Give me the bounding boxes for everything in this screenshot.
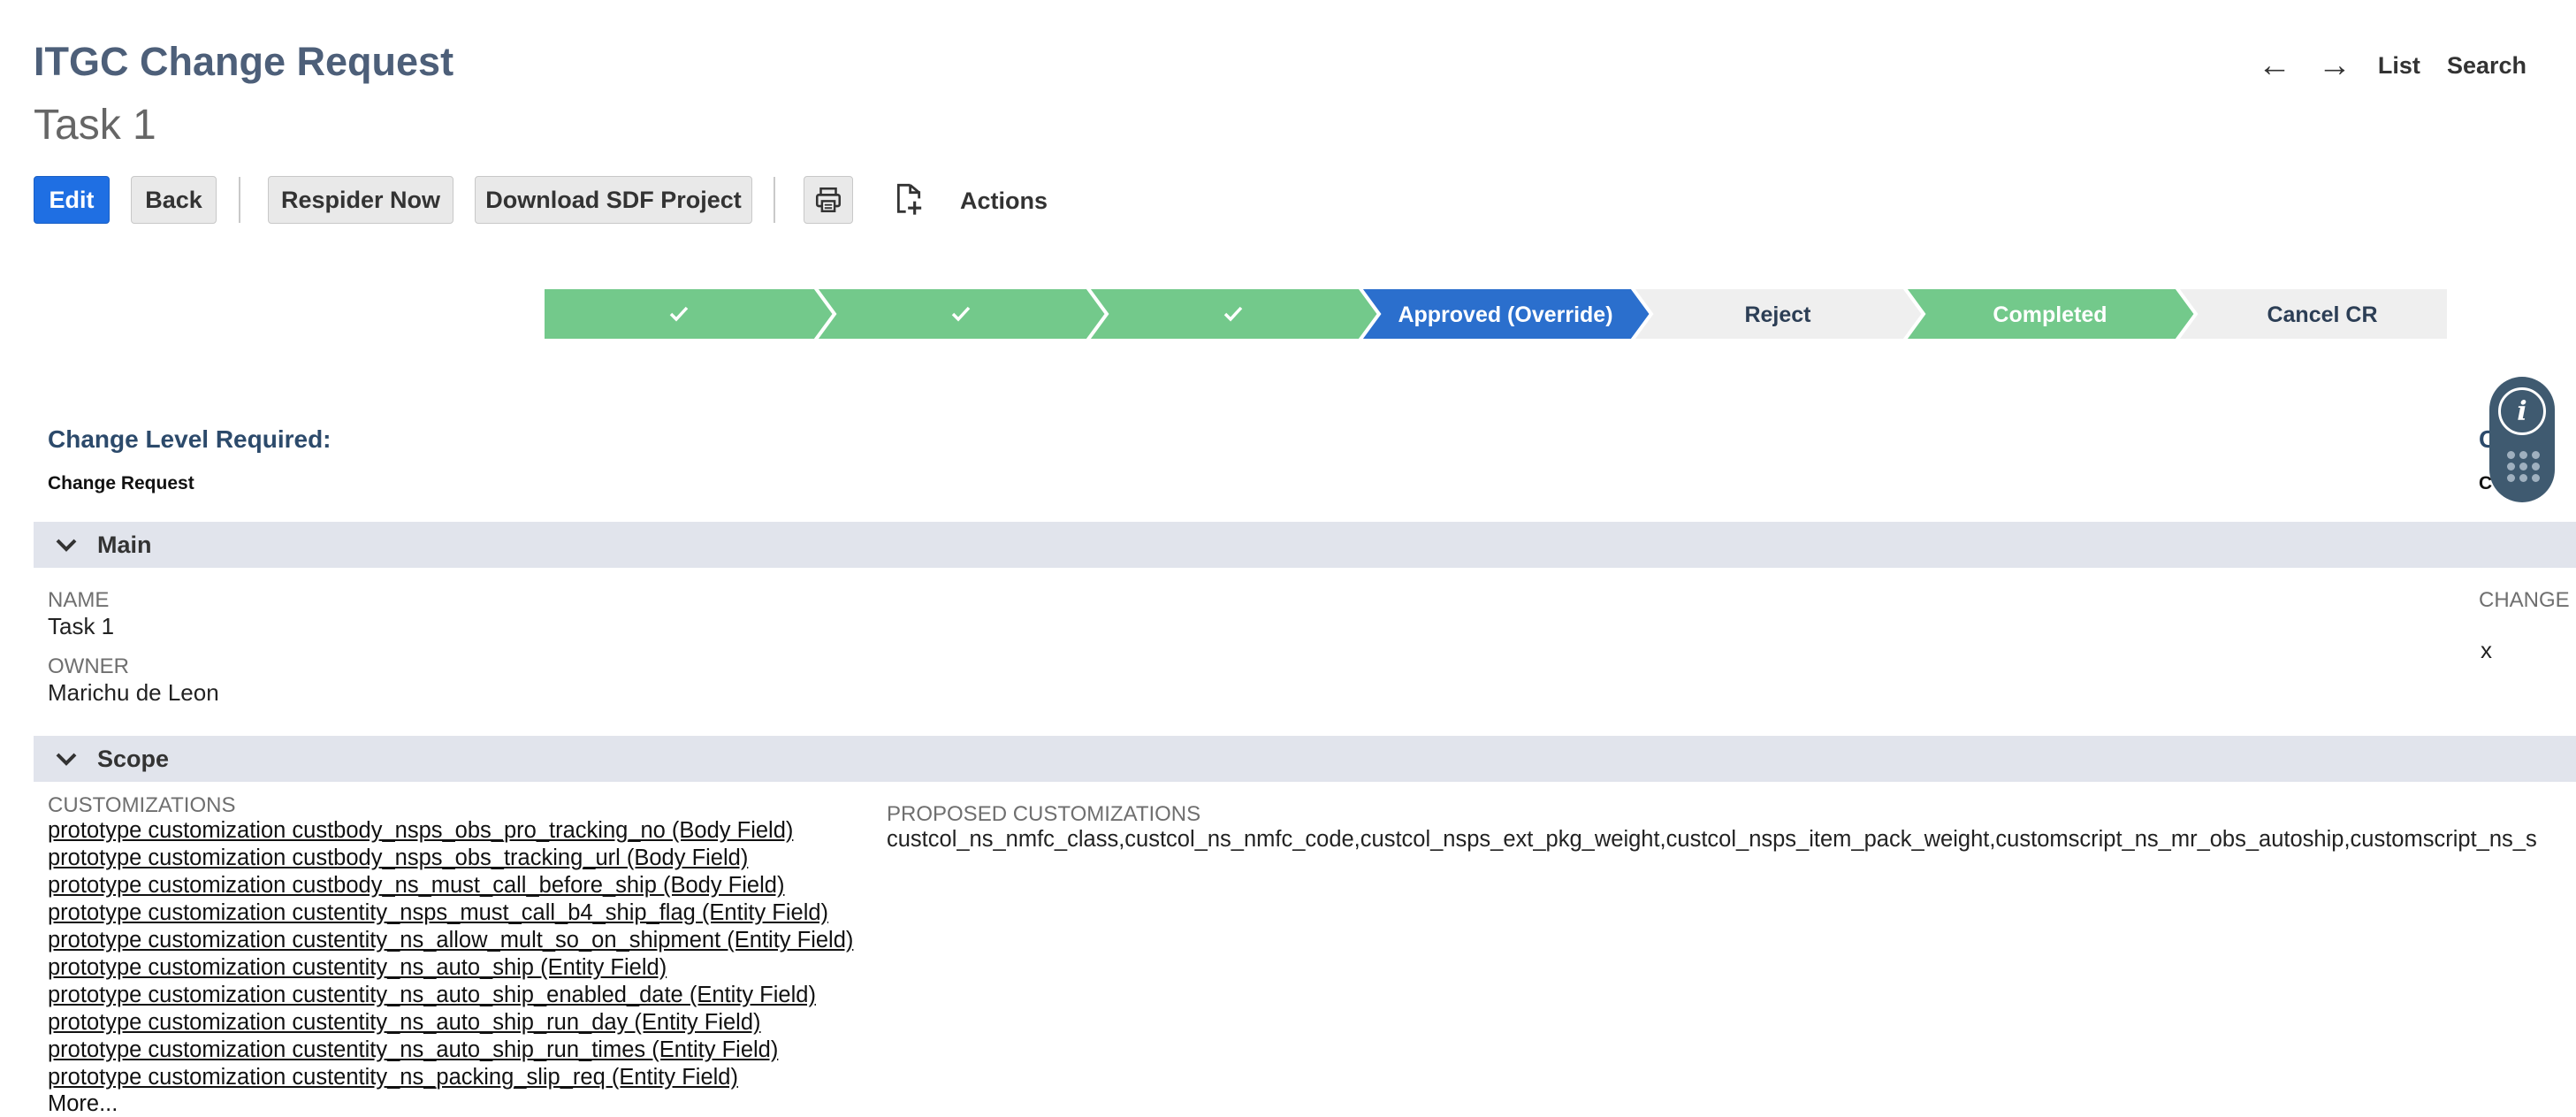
chevron-down-icon[interactable] bbox=[53, 746, 80, 772]
info-icon[interactable]: i bbox=[2498, 387, 2546, 435]
record-type-title: ITGC Change Request bbox=[34, 39, 454, 84]
more-link[interactable]: More... bbox=[48, 1091, 118, 1117]
customizations-label: CUSTOMIZATIONS bbox=[48, 793, 236, 817]
checkmark-icon bbox=[951, 306, 971, 322]
edit-button[interactable]: Edit bbox=[34, 176, 110, 224]
customization-link[interactable]: prototype customization custentity_nsps_… bbox=[48, 900, 829, 925]
name-label: NAME bbox=[48, 588, 110, 612]
top-nav: ← → List Search bbox=[2258, 48, 2526, 83]
stage-label: Cancel CR bbox=[2267, 302, 2377, 327]
customizations-list: prototype customization custbody_nsps_ob… bbox=[48, 817, 853, 1091]
stage-7[interactable]: Cancel CR bbox=[2174, 287, 2450, 340]
proposed-customizations-value: custcol_ns_nmfc_class,custcol_ns_nmfc_co… bbox=[887, 827, 2537, 852]
customization-link[interactable]: prototype customization custentity_ns_au… bbox=[48, 1037, 779, 1062]
search-link[interactable]: Search bbox=[2446, 51, 2526, 79]
scope-section-title: Scope bbox=[97, 745, 170, 772]
owner-label: OWNER bbox=[48, 654, 129, 678]
stage-1[interactable] bbox=[543, 287, 837, 340]
stage-label: Approved (Override) bbox=[1398, 302, 1612, 327]
main-section-title: Main bbox=[97, 531, 152, 558]
name-value: Task 1 bbox=[48, 613, 115, 639]
arrow-right-icon[interactable]: → bbox=[2317, 47, 2351, 84]
change-label: CHANGE bbox=[2479, 588, 2570, 612]
download-sdf-project-button[interactable]: Download SDF Project bbox=[475, 176, 752, 224]
dots-grid-icon[interactable] bbox=[2507, 451, 2541, 482]
checkmark-icon bbox=[1223, 306, 1243, 322]
customization-link[interactable]: prototype customization custentity_ns_au… bbox=[48, 955, 667, 980]
stage-4[interactable]: Approved (Override) bbox=[1357, 287, 1654, 340]
record-name: Task 1 bbox=[34, 102, 156, 149]
customization-link[interactable]: prototype customization custbody_nsps_ob… bbox=[48, 818, 794, 843]
change-level-label: Change Level Required: bbox=[48, 425, 332, 453]
stage-6[interactable]: Completed bbox=[1902, 287, 2199, 340]
arrow-left-icon[interactable]: ← bbox=[2257, 47, 2291, 84]
more-link-label[interactable]: More... bbox=[48, 1091, 118, 1116]
chevron-down-icon[interactable] bbox=[53, 532, 80, 558]
customization-link[interactable]: prototype customization custentity_ns_au… bbox=[48, 1010, 761, 1035]
stage-label: Completed bbox=[1993, 302, 2107, 327]
main-section-header[interactable]: Main bbox=[34, 522, 2576, 568]
list-link[interactable]: List bbox=[2377, 51, 2420, 79]
scope-section-header[interactable]: Scope bbox=[34, 736, 2576, 782]
checkmark-icon bbox=[669, 306, 689, 322]
stage-arrows: Approved (Override) Reject Completed Cancel… bbox=[543, 287, 2450, 340]
printer-icon bbox=[815, 187, 842, 213]
customization-link[interactable]: prototype customization custbody_nsps_ob… bbox=[48, 845, 749, 870]
proposed-customizations-label: PROPOSED CUSTOMIZATIONS bbox=[887, 802, 1201, 826]
customization-link[interactable]: prototype customization custentity_ns_au… bbox=[48, 983, 816, 1007]
stage-progress-bar: Approved (Override) Reject Completed Cancel… bbox=[543, 287, 2452, 340]
customization-link[interactable]: prototype customization custbody_ns_must… bbox=[48, 873, 785, 898]
change-value: x bbox=[2481, 637, 2492, 663]
add-file-icon[interactable] bbox=[891, 182, 926, 218]
respider-now-button[interactable]: Respider Now bbox=[268, 176, 453, 224]
actions-menu[interactable]: Actions bbox=[960, 187, 1048, 214]
stage-5[interactable]: Reject bbox=[1629, 287, 1926, 340]
floating-help-widget: i bbox=[2489, 377, 2555, 502]
right-summary-value: C bbox=[2479, 473, 2493, 493]
stage-2[interactable] bbox=[812, 287, 1109, 340]
change-level-value: Change Request bbox=[48, 473, 194, 493]
toolbar-divider bbox=[239, 177, 240, 223]
back-button[interactable]: Back bbox=[131, 176, 217, 224]
print-button[interactable] bbox=[804, 176, 853, 224]
owner-value: Marichu de Leon bbox=[48, 679, 219, 706]
stage-label: Reject bbox=[1744, 302, 1811, 327]
customization-link[interactable]: prototype customization custentity_ns_pa… bbox=[48, 1065, 738, 1090]
stage-3[interactable] bbox=[1085, 287, 1382, 340]
toolbar-divider bbox=[774, 177, 775, 223]
customization-link[interactable]: prototype customization custentity_ns_al… bbox=[48, 928, 854, 953]
